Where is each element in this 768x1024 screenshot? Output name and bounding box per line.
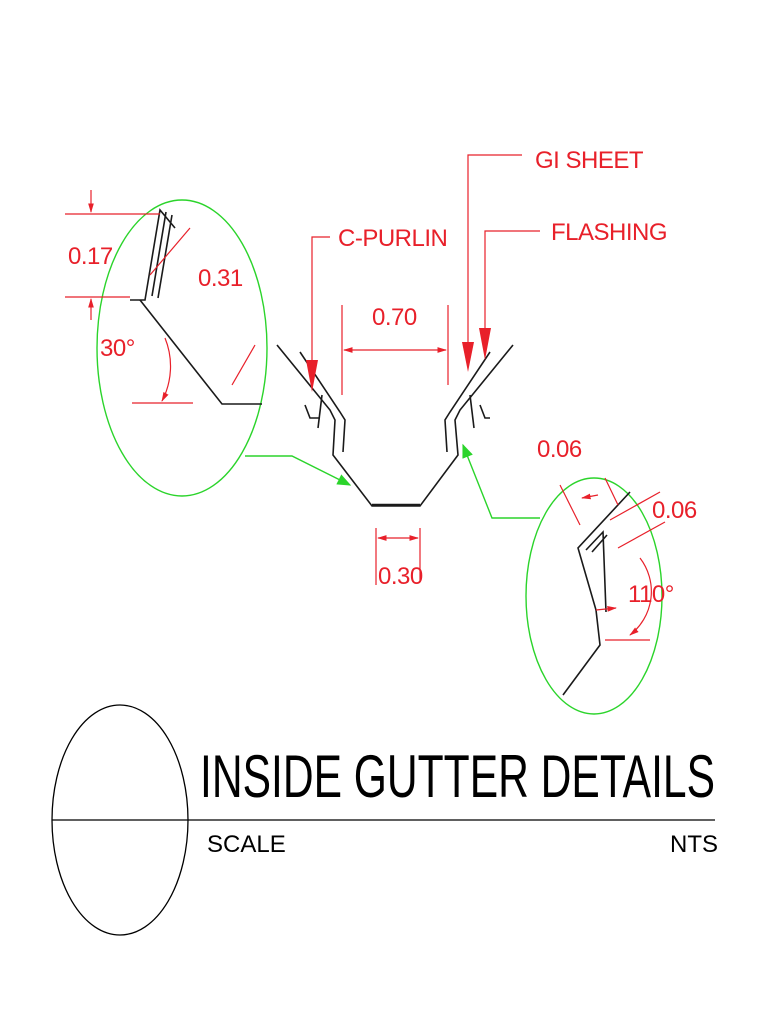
c-purlin-label: C-PURLIN xyxy=(338,225,447,252)
right-lip-2-label: 0.06 xyxy=(652,497,697,524)
flashing-label: FLASHING xyxy=(551,219,667,246)
scale-value: NTS xyxy=(670,831,718,858)
left-height-label: 0.17 xyxy=(68,243,113,270)
right-detail-circle xyxy=(525,477,666,715)
top-width-label: 0.70 xyxy=(372,304,417,331)
right-angle-label: 110° xyxy=(628,581,674,608)
c-purlin-leader xyxy=(306,236,330,392)
left-detail-circle xyxy=(65,190,268,497)
flashing-leader xyxy=(479,230,540,360)
bottom-width-label: 0.30 xyxy=(378,563,423,590)
left-slope-label: 0.31 xyxy=(198,265,243,292)
scale-label: SCALE xyxy=(207,831,286,858)
bottom-width-dimension xyxy=(375,528,421,585)
gutter-profile xyxy=(276,344,514,507)
title-block: INSIDE GUTTER DETAILS SCALE NTS xyxy=(51,704,718,936)
gi-sheet-label: GI SHEET xyxy=(535,147,644,174)
right-lip-1-label: 0.06 xyxy=(537,436,582,463)
right-detail-pointer xyxy=(462,443,540,519)
drawing-title: INSIDE GUTTER DETAILS xyxy=(200,743,715,810)
left-detail-pointer xyxy=(245,455,352,486)
left-angle-label: 30° xyxy=(100,335,135,362)
gi-sheet-leader xyxy=(462,154,522,372)
top-width-dimension xyxy=(341,305,449,395)
